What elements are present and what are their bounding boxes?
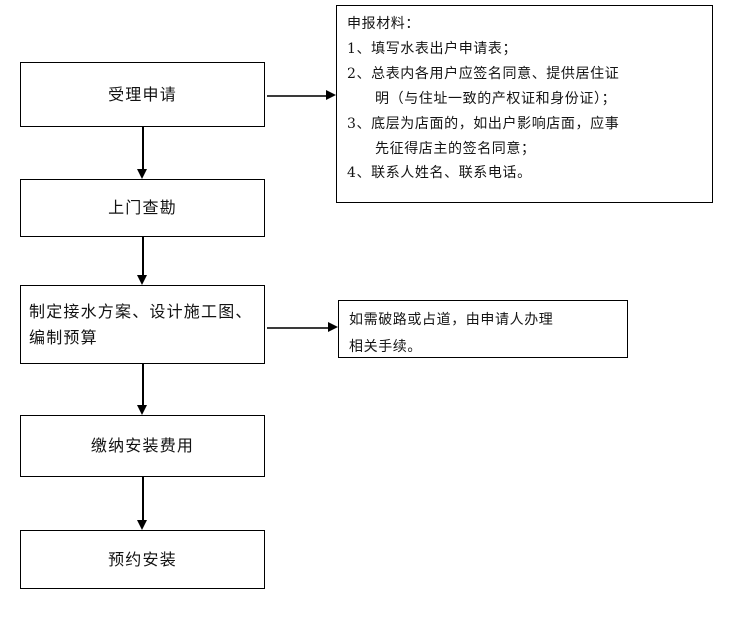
process-box-accept-application-label: 受理申请 [108, 84, 177, 104]
note-road-line-2: 相关手续。 [349, 338, 422, 355]
note-box-road-excavation: 如需破路或占道，由申请人办理 相关手续。 [338, 300, 628, 358]
process-box-site-survey-label: 上门查勘 [108, 198, 177, 218]
process-box-schedule-installation[interactable]: 预约安装 [20, 530, 265, 589]
process-box-schedule-installation-label: 预约安装 [108, 549, 177, 569]
note-line-item-2-cont: 明（与住址一致的产权证和身份证）； [375, 90, 617, 107]
arrow-accept-application-to-materials-note [267, 90, 336, 101]
arrow-plan-design-to-pay-fee [137, 364, 148, 415]
arrow-site-survey-to-plan-design [137, 237, 148, 285]
note-line-item-4: 4、联系人姓名、联系电话。 [347, 165, 532, 182]
process-box-plan-design-budget[interactable]: 制定接水方案、设计施工图、编制预算 [20, 285, 265, 364]
process-box-accept-application[interactable]: 受理申请 [20, 62, 265, 127]
note-road-line-1: 如需破路或占道，由申请人办理 [349, 312, 554, 328]
arrow-accept-application-to-site-survey [137, 127, 148, 179]
note-box-application-materials: 申报材料： 1、填写水表出户申请表； 2、总表内各用户应签名同意、提供居住证 明… [336, 5, 713, 203]
process-box-pay-installation-fee[interactable]: 缴纳安装费用 [20, 415, 265, 477]
process-box-site-survey[interactable]: 上门查勘 [20, 179, 265, 237]
note-line-item-3-cont: 先征得店主的签名同意； [375, 140, 536, 157]
process-box-plan-design-budget-label: 制定接水方案、设计施工图、编制预算 [29, 301, 253, 347]
arrow-plan-design-to-road-note [267, 322, 338, 333]
note-line-item-3: 3、底层为店面的，如出户影响店面，应事 [347, 115, 620, 132]
arrow-pay-fee-to-schedule-installation [137, 477, 148, 530]
note-line-heading: 申报材料： [347, 16, 420, 32]
note-line-item-1: 1、填写水表出户申请表； [347, 40, 518, 57]
process-box-pay-installation-fee-label: 缴纳安装费用 [90, 436, 195, 456]
note-line-item-2: 2、总表内各用户应签名同意、提供居住证 [347, 65, 620, 82]
